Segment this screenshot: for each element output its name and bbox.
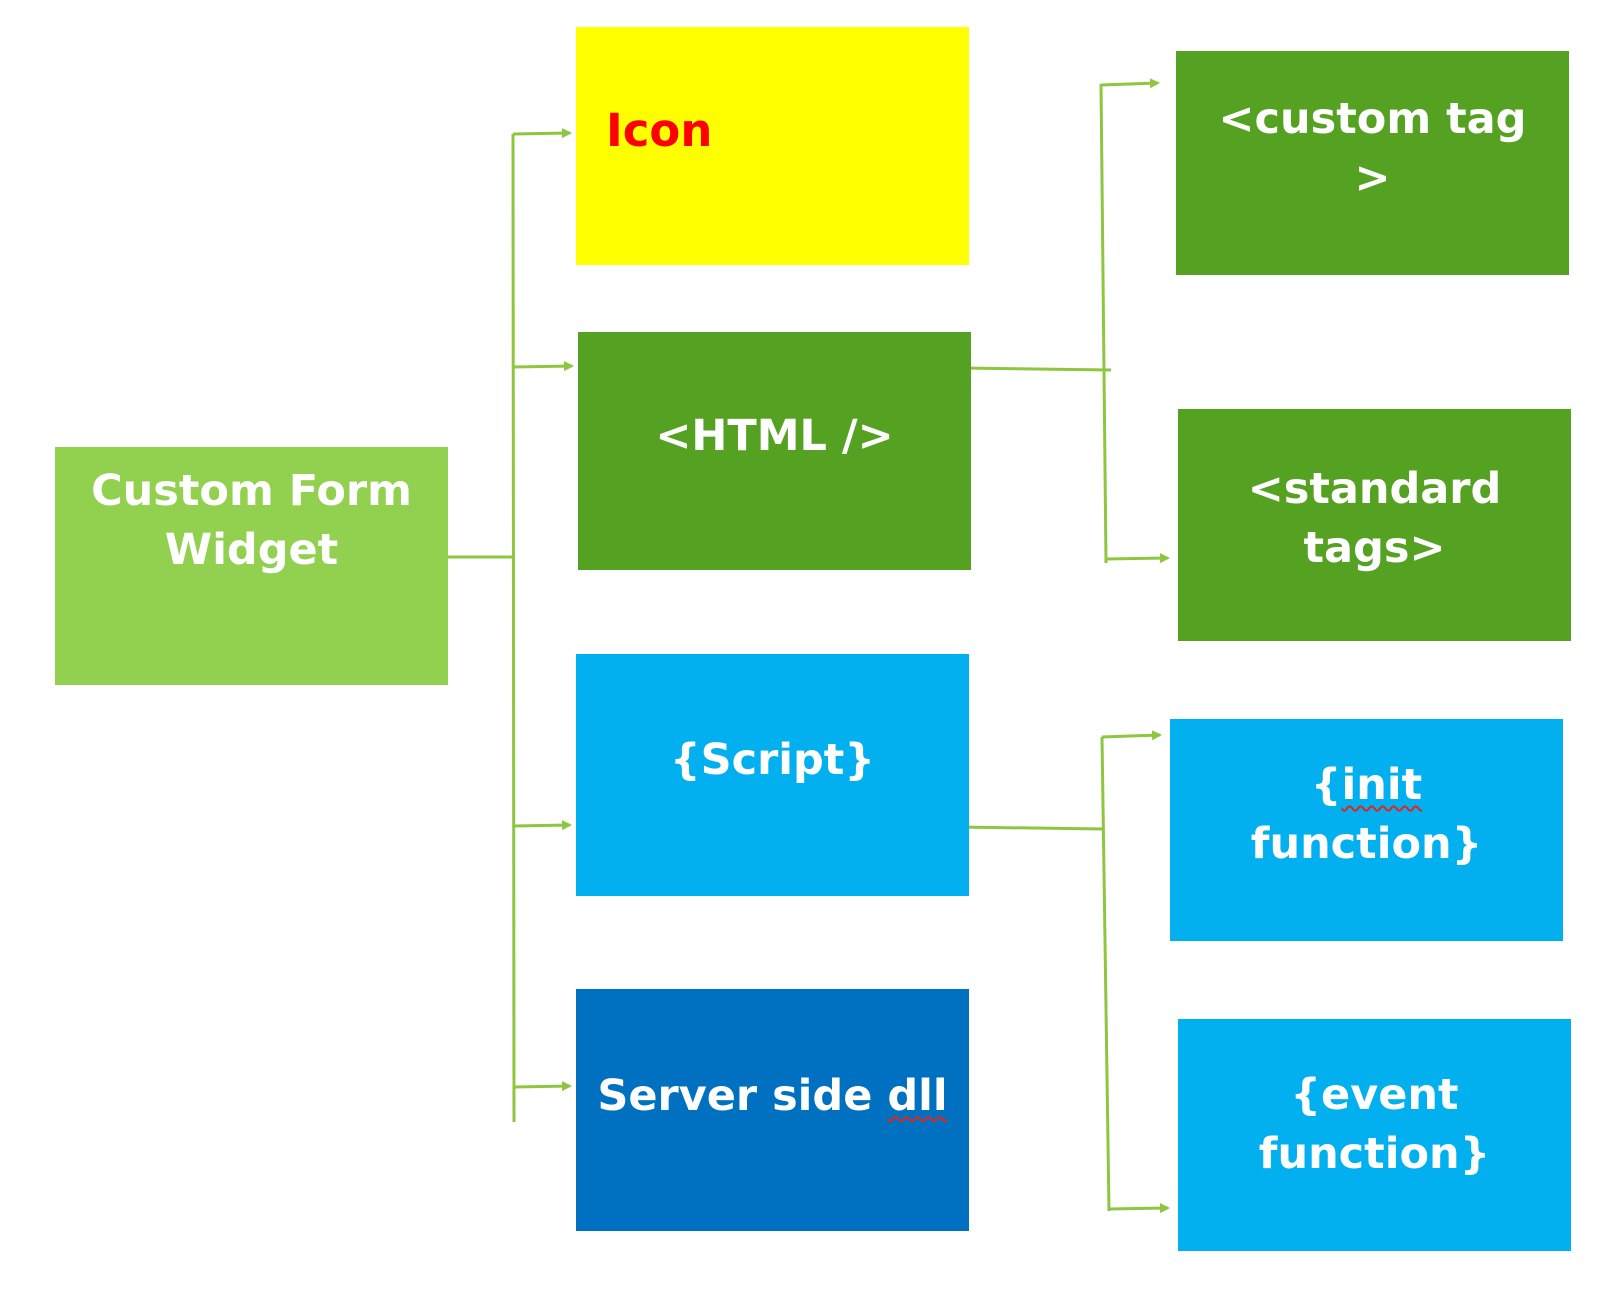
init-spellcheck-word: init bbox=[1341, 760, 1423, 810]
script-label: {Script} bbox=[670, 734, 875, 785]
connector-root-trunk bbox=[511, 133, 516, 1123]
connector-arrow-html bbox=[512, 361, 574, 372]
connector-arrow-server bbox=[513, 1081, 572, 1092]
connector-arrow-standard-tags bbox=[1105, 553, 1170, 564]
init-function-rest: function} bbox=[1250, 819, 1483, 869]
server-side-label-text: Server side bbox=[597, 1070, 888, 1121]
dll-spellcheck-word: dll bbox=[887, 1070, 948, 1121]
custom-tag-box: <custom tag > bbox=[1176, 51, 1569, 275]
connector-script-stub bbox=[955, 825, 1105, 831]
custom-tag-label: <custom tag > bbox=[1218, 94, 1527, 203]
connector-html-trunk bbox=[1099, 83, 1108, 564]
icon-box: Icon bbox=[576, 27, 969, 265]
connector-arrow-custom-tag bbox=[1100, 78, 1160, 89]
init-function-box: {init function} bbox=[1170, 719, 1563, 941]
event-function-box: {event function} bbox=[1178, 1019, 1571, 1251]
init-function-label: {init function} bbox=[1190, 756, 1543, 874]
connector-html-stub bbox=[959, 366, 1112, 372]
standard-tags-label: <standard tags> bbox=[1247, 464, 1502, 573]
connector-arrow-script bbox=[513, 820, 572, 831]
custom-form-widget-box: Custom Form Widget bbox=[55, 447, 448, 685]
connector-script-trunk bbox=[1100, 736, 1111, 1212]
server-side-dll-box: Server side dll bbox=[576, 989, 969, 1231]
connector-arrow-event-function bbox=[1108, 1203, 1170, 1214]
event-function-label: {event function} bbox=[1258, 1070, 1491, 1179]
icon-label: Icon bbox=[606, 104, 713, 157]
custom-form-widget-label: Custom Form Widget bbox=[91, 466, 412, 575]
init-open-brace: { bbox=[1310, 760, 1342, 810]
server-side-dll-label: Server side dll bbox=[597, 1067, 947, 1126]
connector-arrow-icon bbox=[512, 128, 572, 139]
html-box: <HTML /> bbox=[578, 332, 971, 570]
script-box: {Script} bbox=[576, 654, 969, 896]
connector-arrow-init-function bbox=[1101, 730, 1162, 741]
html-label: <HTML /> bbox=[655, 410, 894, 461]
standard-tags-box: <standard tags> bbox=[1178, 409, 1571, 641]
